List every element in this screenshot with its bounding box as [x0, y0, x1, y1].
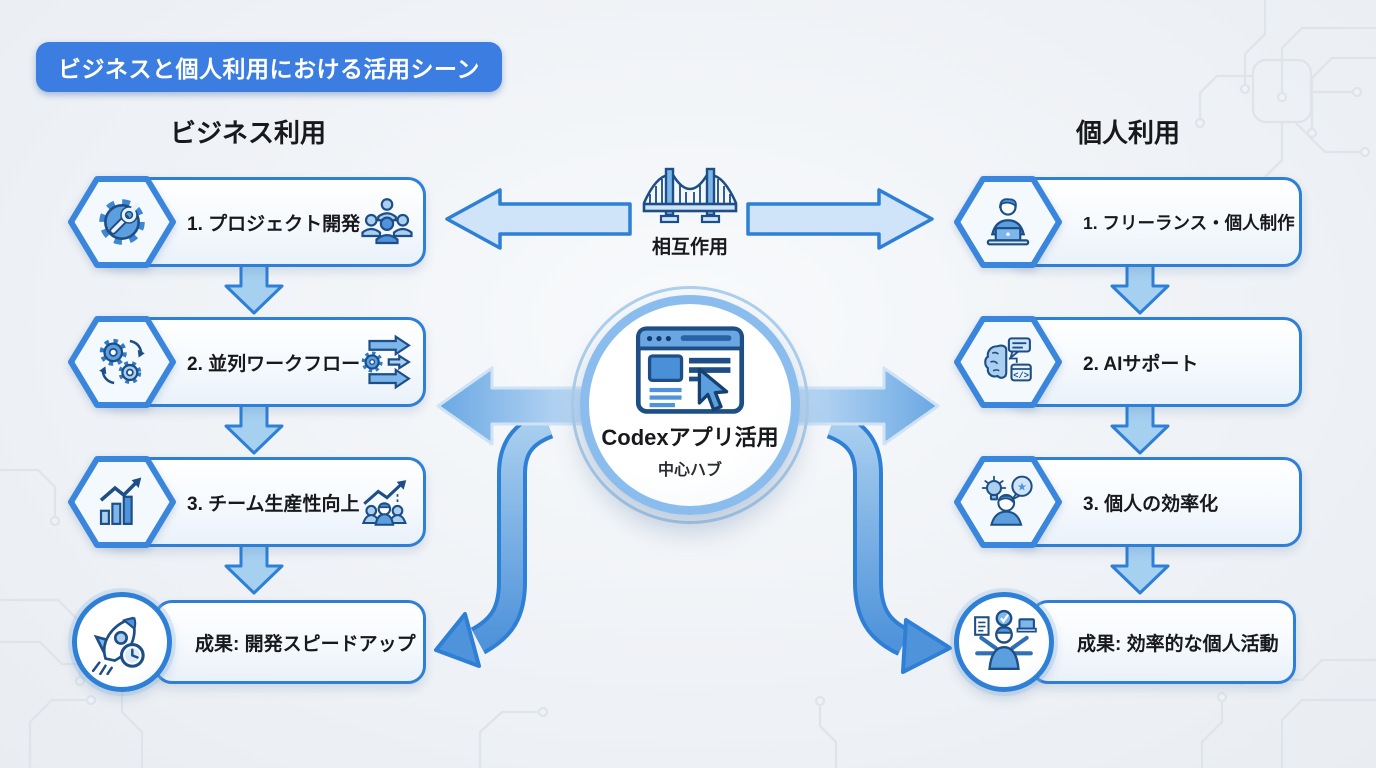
hub-outer-ring [571, 286, 809, 524]
business-step-1-badge [66, 170, 178, 274]
rocket-clock-icon [91, 616, 145, 675]
hexagon-shape [954, 316, 1062, 408]
bridge-icon [642, 167, 738, 224]
personal-result-box: 成果: 効率的な個人活動 [1030, 600, 1296, 684]
team-growth-icon [361, 480, 407, 526]
multitask-person-icon [974, 609, 1037, 670]
personal-step-2-label: 2. AIサポート [1083, 353, 1199, 375]
parallel-flow-icon [361, 334, 411, 390]
personal-step-connector-2 [1110, 400, 1170, 455]
central-hub: Codexアプリ活用 中心ハブ [571, 286, 809, 524]
personal-step-1-label: 1. フリーランス・個人制作 [1083, 212, 1295, 233]
person-laptop-icon [986, 198, 1030, 246]
interaction-arrow-right [746, 188, 934, 250]
person-idea-icon: ★ [981, 475, 1033, 526]
browser-cursor-icon [635, 326, 745, 414]
business-result-box: 成果: 開発スピードアップ [154, 600, 426, 684]
business-step-connector-3 [224, 540, 284, 595]
gears-sync-icon [99, 338, 145, 385]
svg-text:</>: </> [1013, 371, 1029, 381]
team-icon [361, 198, 413, 245]
personal-step-2-badge: </> [952, 310, 1064, 414]
business-step-connector-1 [224, 260, 284, 315]
personal-step-connector-3 [1110, 540, 1170, 595]
growth-chart-icon [99, 477, 142, 525]
hub-subtitle: 中心ハブ [657, 462, 722, 479]
gear-wrench-icon [99, 199, 145, 245]
page-title: ビジネスと個人利用における活用シーン [36, 42, 502, 92]
hub-to-business-result-arrow [434, 409, 554, 668]
hub-to-personal-result-arrow [826, 409, 952, 674]
business-column-header: ビジネス利用 [169, 118, 326, 148]
personal-step-1-badge [952, 170, 1064, 274]
business-step-2-badge [66, 310, 178, 414]
business-step-1-label: 1. プロジェクト開発 [187, 213, 361, 235]
personal-step-connector-1 [1110, 260, 1170, 315]
personal-step-3-badge: ★ [952, 450, 1064, 554]
personal-result-badge [954, 592, 1054, 692]
business-step-3-badge [66, 450, 178, 554]
business-step-3-label: 3. チーム生産性向上 [187, 493, 360, 515]
personal-column-header: 個人利用 [1075, 118, 1180, 148]
interaction-arrow-left [445, 188, 632, 250]
business-step-2-label: 2. 並列ワークフロー [187, 353, 361, 375]
hub-body: Codexアプリ活用 中心ハブ [580, 295, 800, 515]
hub-title: Codexアプリ活用 [601, 425, 779, 450]
business-step-connector-2 [224, 400, 284, 455]
hexagon-shape [68, 456, 176, 548]
personal-step-3-label: 3. 個人の効率化 [1083, 493, 1219, 515]
svg-text:★: ★ [1017, 482, 1027, 494]
brain-chat-code-icon: </> [984, 337, 1032, 382]
business-result-label: 成果: 開発スピードアップ [195, 633, 416, 655]
business-result-badge [72, 592, 172, 692]
interaction-label: 相互作用 [651, 237, 728, 258]
personal-result-label: 成果: 効率的な個人活動 [1077, 633, 1279, 655]
personal-step-3-box: 3. 個人の効率化 [1008, 457, 1302, 547]
